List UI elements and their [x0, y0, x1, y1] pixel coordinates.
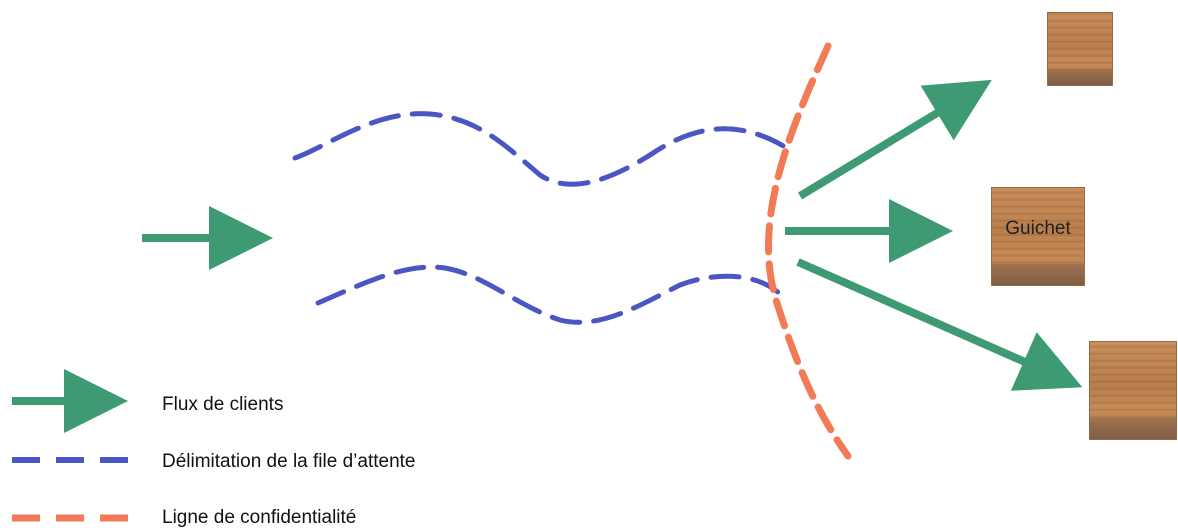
- legend-conf-label: Ligne de confidentialité: [162, 507, 357, 528]
- counter-box-middle: Guichet: [991, 187, 1085, 286]
- confidentiality-line: [765, 42, 852, 460]
- legend-flux-label: Flux de clients: [162, 394, 284, 415]
- legend-file-label: Délimitation de la file d’attente: [162, 451, 416, 472]
- counter-box-bottom: [1089, 341, 1177, 440]
- counter-box-top: [1047, 12, 1113, 86]
- queue-boundary-bottom: [315, 264, 783, 325]
- queue-boundary-top: [292, 111, 793, 187]
- flow-arrow-bottom: [796, 258, 1083, 391]
- counter-box-middle-label: Guichet: [1005, 218, 1071, 239]
- flow-arrow-top: [797, 79, 992, 200]
